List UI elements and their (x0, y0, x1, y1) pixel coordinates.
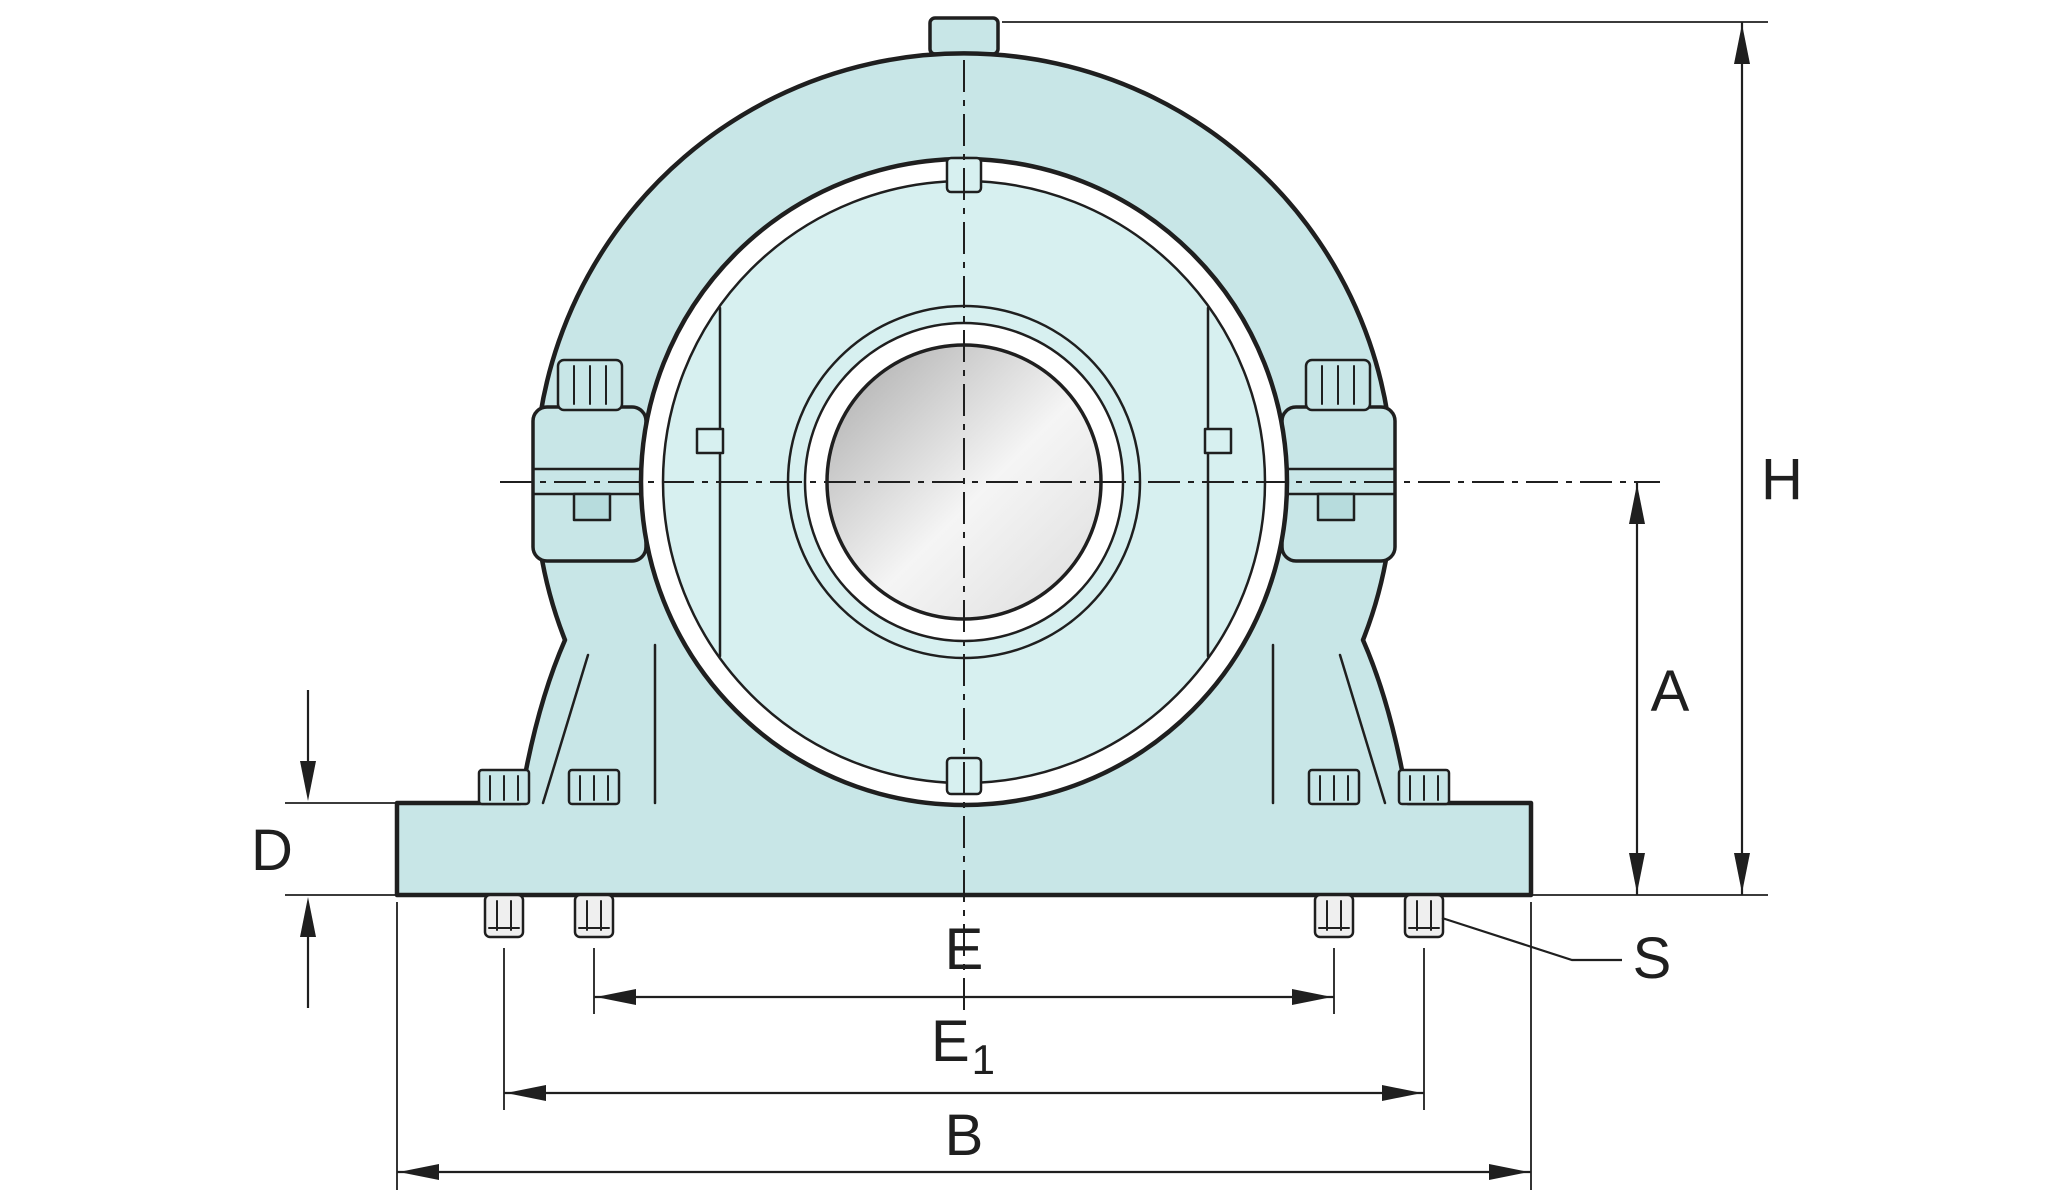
arrow-a-bottom (1629, 853, 1645, 893)
dim-label-d: D (251, 818, 293, 883)
lug-right (1203, 427, 1233, 455)
leader-s (1441, 916, 1622, 962)
cap-bolt-right-nut (1316, 492, 1356, 522)
arrow-d-top (300, 761, 316, 801)
arrow-e1-right (1382, 1085, 1422, 1101)
dimension-a (1629, 482, 1645, 895)
dim-label-h: H (1761, 447, 1803, 512)
arrow-e-right (1292, 989, 1332, 1005)
arrow-h-bottom (1734, 853, 1750, 893)
arrow-e-left (596, 989, 636, 1005)
dimension-b (397, 1164, 1531, 1180)
arrow-d-bottom (300, 897, 316, 937)
dim-label-e1: E1 (931, 1013, 995, 1081)
dim-label-b: B (944, 1103, 984, 1168)
dim-label-a: A (1650, 659, 1690, 724)
grease-fitting (928, 16, 1000, 56)
dim-label-e: E (944, 917, 984, 982)
arrow-h-top (1734, 24, 1750, 64)
centerlines (500, 60, 1660, 1012)
arrow-b-right (1489, 1164, 1529, 1180)
arrow-a-top (1629, 484, 1645, 524)
rib-lines (541, 643, 1387, 805)
dim-label-e1-base: E (930, 1009, 970, 1074)
dimension-d (300, 690, 316, 1008)
dimensions (285, 21, 1768, 1190)
cap-bolt-right-threads (1321, 365, 1355, 405)
lug-left (695, 427, 725, 455)
arrow-e1-left (506, 1085, 546, 1101)
dimension-e1 (504, 1085, 1424, 1101)
cap-bolt-boss-left (531, 358, 648, 563)
dimension-h (1734, 22, 1750, 895)
extension-lines (285, 21, 1768, 1190)
base-bolts (477, 768, 1451, 939)
cap-bolt-boss-right (1280, 358, 1397, 563)
cap-bolt-left-threads (573, 365, 607, 405)
base-bolts-bottom (483, 893, 1445, 939)
dim-label-e1-subscript: 1 (971, 1036, 996, 1083)
arrow-b-left (399, 1164, 439, 1180)
dimension-e (594, 989, 1334, 1005)
dim-label-s: S (1632, 926, 1672, 991)
cap-bolt-left-nut (572, 492, 612, 522)
base-studs-top (477, 768, 1451, 806)
